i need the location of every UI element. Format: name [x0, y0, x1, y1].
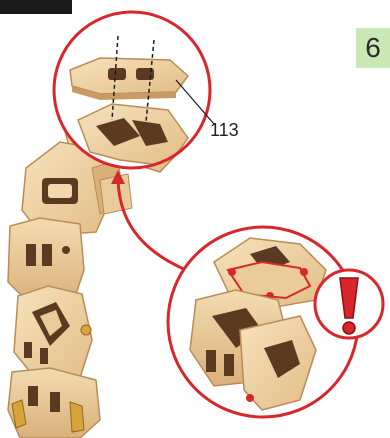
part-number-label: 113 — [210, 120, 239, 141]
zoom-circle-part-113 — [54, 12, 214, 168]
exclamation-warning-icon — [315, 270, 383, 338]
part-113-plate — [70, 58, 188, 94]
